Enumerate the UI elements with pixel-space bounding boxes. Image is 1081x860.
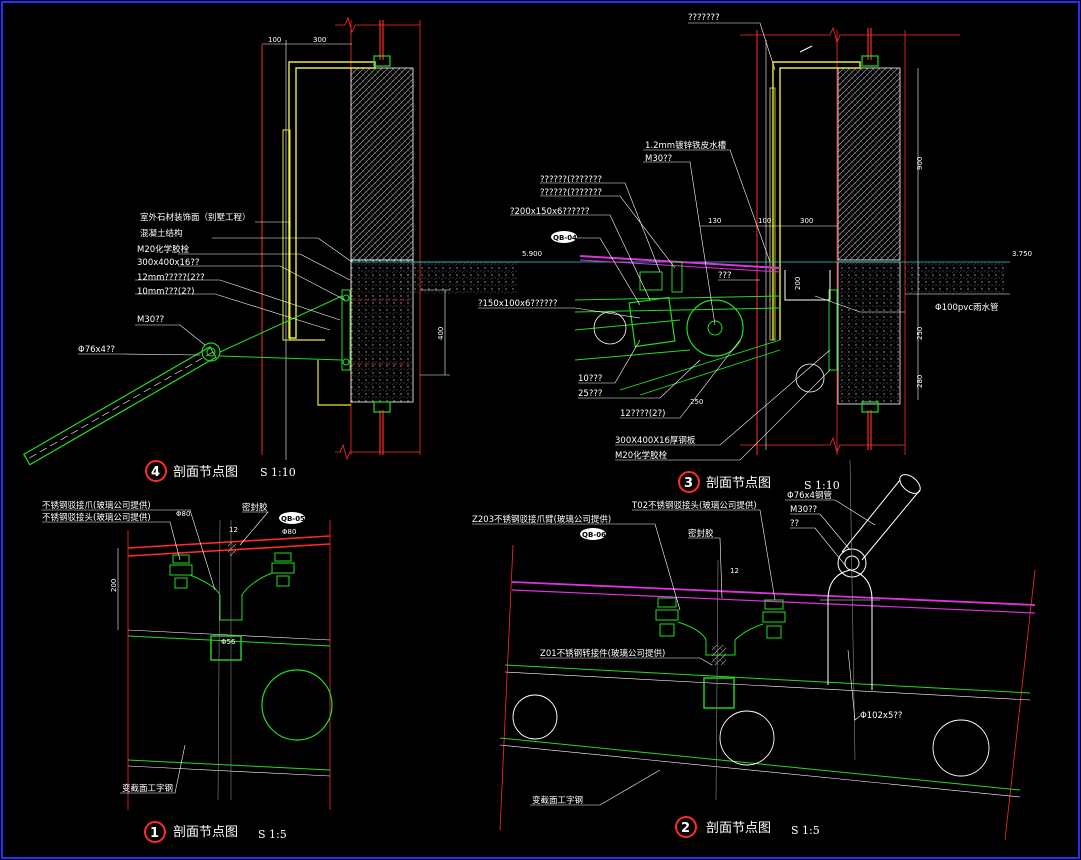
label-i-beam: 变截面工字钢 bbox=[122, 783, 173, 794]
dim-100: 100 bbox=[268, 36, 281, 44]
label-phi102: Φ102x5?? bbox=[860, 711, 902, 721]
detail-3: ??????? 5.900 3.750 200 bbox=[400, 13, 1032, 493]
tag-qb04: QB-04 bbox=[553, 234, 577, 242]
dim-phi56: Φ56 bbox=[221, 638, 236, 646]
label-claw: 不锈钢驳接爪(玻璃公司提供) bbox=[42, 500, 151, 511]
detail-2: QB-06 12 Z203不锈钢驳接爪臂(玻璃公司提供) T02不锈钢驳接头(玻… bbox=[472, 459, 1036, 841]
label-10: 10??? bbox=[578, 374, 602, 384]
label-connector-d2: T02不锈钢驳接头(玻璃公司提供) bbox=[631, 500, 757, 511]
detail-title-3: 剖面节点图 bbox=[706, 476, 771, 491]
label-pvc-pipe: Φ100pvc雨水管 bbox=[935, 302, 999, 313]
label-top: ??????? bbox=[688, 13, 720, 23]
label-q3: ??? bbox=[718, 271, 732, 281]
dim-100-d3: 100 bbox=[758, 217, 771, 225]
detail-title: 剖面节点图 bbox=[173, 465, 238, 480]
label-i-beam-d2: 变截面工字钢 bbox=[532, 795, 583, 806]
dim-300: 300 bbox=[313, 36, 326, 44]
label-sealant: 密封胶 bbox=[242, 502, 268, 513]
detail-number-1: 1 bbox=[150, 826, 159, 841]
dim-phi80-a: Φ80 bbox=[176, 510, 190, 518]
label-concrete-structure: 混凝土结构 bbox=[140, 228, 183, 239]
dim-12-d2: 12 bbox=[730, 567, 739, 575]
label-claw-arm: Z203不锈钢驳接爪臂(玻璃公司提供) bbox=[472, 514, 611, 525]
label-tube-d2: Φ76x4钢管 bbox=[787, 490, 832, 501]
label-section-150: ?150x100x6?????? bbox=[478, 299, 558, 309]
label-adapter: Z01不锈钢转接件(玻璃公司提供) bbox=[540, 648, 665, 659]
dim-250: 250 bbox=[916, 327, 924, 340]
detail-4: 100 300 400 bbox=[22, 16, 520, 482]
detail-number-3: 3 bbox=[684, 476, 693, 491]
dim-200-d1: 200 bbox=[110, 579, 118, 592]
detail-tag bbox=[551, 231, 577, 243]
label-chemical-anchor: M20化学胶栓 bbox=[137, 244, 190, 255]
level-left: 5.900 bbox=[522, 250, 542, 258]
label-section-200: ?200x150x6?????? bbox=[510, 207, 590, 217]
dim-200: 200 bbox=[794, 277, 802, 290]
tag-qb06: QB-06 bbox=[582, 531, 606, 539]
steel-tube bbox=[22, 345, 217, 466]
label-anchor-d3: M20化学胶栓 bbox=[615, 450, 668, 461]
dim-400: 400 bbox=[437, 327, 445, 340]
dim-130: 130 bbox=[708, 217, 721, 225]
detail-number-circle bbox=[145, 460, 167, 482]
label-connector: 不锈钢驳接头(玻璃公司提供) bbox=[42, 512, 151, 523]
detail-scale-2: S 1:5 bbox=[791, 824, 820, 837]
label-m30-bolt: M30?? bbox=[137, 315, 164, 325]
dim-phi80-b: Φ80 bbox=[282, 528, 296, 536]
detail-title-2: 剖面节点图 bbox=[706, 821, 771, 836]
label-gutter: 1.2mm镀锌铁皮水槽 bbox=[645, 140, 727, 151]
dim-300-d3: 300 bbox=[800, 217, 813, 225]
detail-title-1: 剖面节点图 bbox=[173, 825, 238, 840]
detail-scale-3: S 1:10 bbox=[804, 479, 840, 492]
label-q2: ??????(??????? bbox=[540, 188, 602, 198]
label-steel-plate: 300x400x16?? bbox=[137, 258, 199, 268]
level-right: 3.750 bbox=[1012, 250, 1032, 258]
label-stone-facade: 室外石材装饰面（别墅工程） bbox=[140, 212, 251, 223]
label-m30-d2: M30?? bbox=[790, 505, 817, 515]
detail-number: 4 bbox=[151, 465, 160, 480]
label-q-d2: ?? bbox=[790, 519, 799, 529]
detail-number-2: 2 bbox=[681, 821, 690, 836]
dim-250-bottom: 250 bbox=[690, 398, 703, 406]
dim-280: 280 bbox=[916, 375, 924, 388]
label-steel-plate-d3: 300X400X16厚钢板 bbox=[615, 435, 696, 446]
label-m30: M30?? bbox=[645, 154, 672, 164]
label-12mm-plate: 12mm?????(2?? bbox=[137, 273, 205, 283]
dim-12: 12 bbox=[229, 526, 238, 534]
label-q1: ??????(??????? bbox=[540, 175, 602, 185]
label-10mm-plate: 10mm???(2?) bbox=[137, 287, 194, 297]
dim-900: 900 bbox=[916, 157, 924, 170]
label-25: 25??? bbox=[578, 389, 602, 399]
detail-1: Φ56 Φ80 Φ80 12 200 QB-05 不锈钢驳接爪(玻璃公司提供) … bbox=[42, 500, 333, 843]
detail-scale: S 1:10 bbox=[260, 466, 296, 479]
tag-qb05: QB-05 bbox=[281, 515, 305, 523]
label-steel-pipe: Φ76x4?? bbox=[78, 345, 115, 355]
label-sealant-d2: 密封胶 bbox=[688, 528, 714, 539]
detail-scale-1: S 1:5 bbox=[258, 828, 287, 841]
label-12-plate: 12????(2?) bbox=[620, 409, 665, 419]
